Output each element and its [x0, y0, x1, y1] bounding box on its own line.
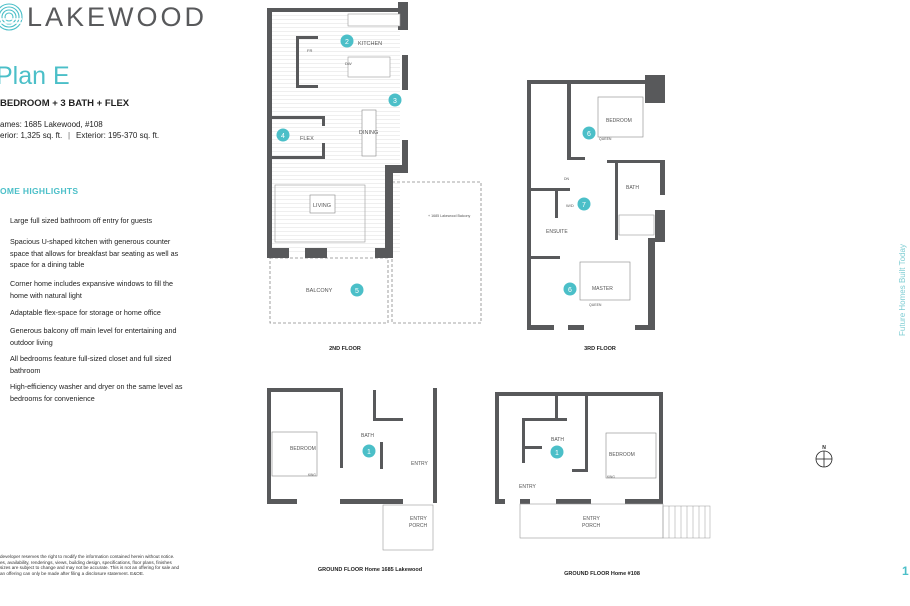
plan-interior: erior: 1,325 sq. ft. [0, 131, 63, 140]
highlights-title: OME HIGHLIGHTS [0, 186, 79, 196]
bedroom-label: BEDROOM [609, 452, 635, 458]
highlight-item: Adaptable flex-space for storage or home… [10, 308, 161, 317]
disclaimer-line: es, availability, renderings, views, bui… [0, 559, 172, 565]
porch-label: ENTRY [583, 516, 601, 522]
ensuite-label: ENSUITE [546, 229, 568, 235]
bed-size-label: KING [607, 475, 615, 479]
bed-size-label: QUEEN [599, 137, 612, 141]
stair-down-label: DN [564, 177, 570, 181]
highlight-item: Spacious U-shaped kitchen with generous … [10, 237, 179, 269]
third-floor-title: 3RD FLOOR [584, 346, 616, 352]
bedroom-label: BEDROOM [290, 446, 316, 452]
adjacent-balcony-outline [391, 181, 482, 324]
highlight-item: Generous balcony off main level for ente… [10, 326, 177, 347]
ground-floor-1685-title: GROUND FLOOR Home 1685 Lakewood [318, 567, 422, 573]
ground-floor-108-title: GROUND FLOOR Home #108 [564, 571, 640, 577]
balcony-outline [269, 257, 389, 324]
living-label: LIVING [313, 203, 331, 209]
lakewood-logo-icon [0, 3, 23, 31]
fridge-label: FR [307, 48, 312, 53]
marker-7 [577, 197, 591, 211]
north-label: N [822, 445, 826, 451]
dining-label: DINING [359, 130, 378, 136]
marker-1 [550, 445, 564, 459]
entry-label: ENTRY [411, 461, 429, 467]
brand-logo: LAKEWOOD [27, 2, 208, 32]
marker-label: 5 [355, 288, 359, 295]
bed-size-label: KING [308, 473, 316, 477]
marker-label: 7 [582, 202, 586, 209]
plan-exterior: Exterior: 195-370 sq. ft. [76, 131, 160, 140]
second-floor-title: 2ND FLOOR [329, 346, 361, 352]
marker-label: 1 [367, 449, 371, 456]
disclaimer-line: an offering can only be made after filin… [0, 570, 145, 576]
highlight-item: High-efficiency washer and dryer on the … [10, 382, 183, 403]
marker-label: 4 [281, 133, 285, 140]
marker-label: 6 [587, 131, 591, 138]
marker-label: 1 [555, 450, 559, 457]
marker-6 [582, 126, 596, 140]
page-number: 1 [902, 564, 909, 578]
balcony-note: + 1685 Lakewood Balcony [428, 214, 470, 218]
ground-floor-1685-plan: BEDROOM KING BATH ENTRY ENTRY PORCH 1 GR… [267, 388, 437, 573]
marker-6 [563, 282, 577, 296]
marker-1 [362, 444, 376, 458]
plan-title: Plan E [0, 62, 70, 90]
marker-2 [340, 34, 354, 48]
north-compass-icon: N [815, 445, 833, 468]
marker-label: 3 [393, 98, 397, 105]
marker-3 [388, 93, 402, 107]
entry-label: ENTRY [519, 484, 537, 490]
plan-subtitle: BEDROOM + 3 BATH + FLEX [0, 98, 130, 109]
marker-label: 6 [568, 287, 572, 294]
bath-label: BATH [551, 437, 564, 443]
balcony-label: BALCONY [306, 288, 333, 294]
third-floor-plan: BEDROOM QUEEN BATH W/D ENSUITE MASTER QU… [527, 75, 665, 352]
ground-floor-108-plan: BEDROOM KING BATH ENTRY ENTRY PORCH 1 GR… [495, 392, 711, 577]
disclaimer-line: developer reserves the right to modify t… [0, 554, 175, 559]
flex-label: FLEX [300, 136, 314, 142]
bath-label: BATH [361, 433, 374, 439]
disclaimer-line: sizes are subject to change and may not … [0, 565, 180, 571]
marker-4 [276, 128, 290, 142]
bed-size-label: QUEEN [589, 303, 602, 307]
kitchen-label: KITCHEN [358, 41, 382, 47]
porch-label: ENTRY [410, 516, 428, 522]
marker-5 [350, 283, 364, 297]
porch-label: PORCH [409, 523, 427, 529]
dishwasher-label: DW [345, 61, 352, 66]
second-floor-plan: FR DW KITCHEN DINING FLEX LIVING BALCONY… [267, 2, 482, 352]
disclaimer: developer reserves the right to modify t… [0, 554, 179, 576]
washer-dryer-label: W/D [566, 203, 574, 208]
divider: | [68, 131, 71, 140]
bath-label: BATH [626, 185, 639, 191]
highlight-item: Large full sized bathroom off entry for … [10, 216, 153, 225]
highlight-item: All bedrooms feature full-sized closet a… [10, 354, 172, 375]
tagline: Future Homes Built Today [898, 244, 907, 336]
master-label: MASTER [592, 286, 613, 292]
marker-label: 2 [345, 39, 349, 46]
porch-label: PORCH [582, 523, 600, 529]
plan-homes: ames: 1685 Lakewood, #108 [0, 120, 103, 129]
bedroom-label: BEDROOM [606, 118, 632, 124]
highlight-item: Corner home includes expansive windows t… [10, 279, 173, 300]
